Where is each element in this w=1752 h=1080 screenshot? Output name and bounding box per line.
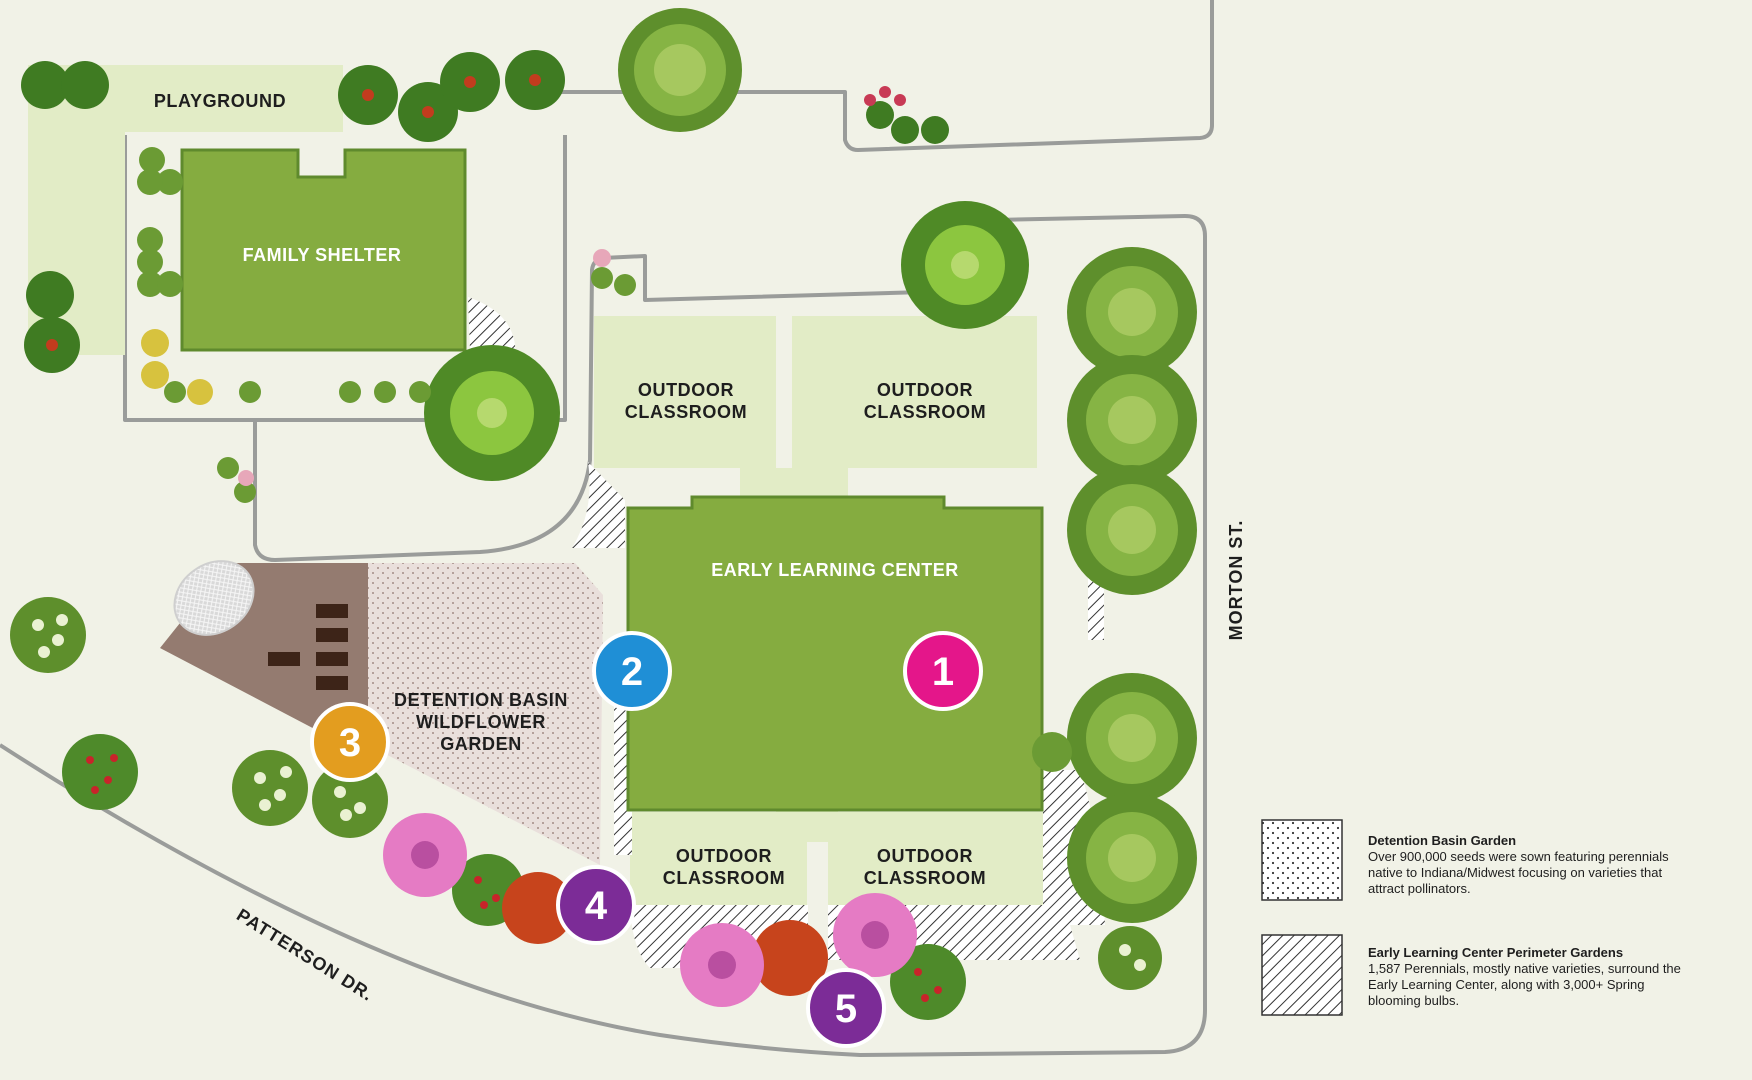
svg-text:DETENTION BASIN: DETENTION BASIN: [394, 690, 568, 710]
legend-line: Over 900,000 seeds were sown featuring p…: [1368, 849, 1669, 864]
outdoor-classroom-lawn-se: [828, 812, 1043, 905]
legend-line: 1,587 Perennials, mostly native varietie…: [1368, 961, 1681, 976]
legend-swatch-dots: [1261, 819, 1343, 901]
playground-lawn: [28, 65, 343, 355]
marker-2-number: 2: [621, 650, 643, 694]
marker-3[interactable]: 3: [310, 702, 390, 782]
legend-line: attract pollinators.: [1368, 881, 1471, 896]
marker-3-number: 3: [339, 721, 361, 765]
outdoor-classroom-lawn-ne: [792, 316, 1037, 468]
legend-line: Early Learning Center, along with 3,000+…: [1368, 977, 1644, 992]
early-learning-center-label: EARLY LEARNING CENTER: [711, 560, 959, 580]
raised-beds: [268, 604, 348, 690]
legend: Detention Basin Garden Over 900,000 seed…: [1261, 819, 1681, 1016]
marker-2[interactable]: 2: [592, 631, 672, 711]
playground-label: PLAYGROUND: [154, 91, 286, 111]
marker-5-number: 5: [835, 987, 857, 1031]
outdoor-classroom-ne-label: OUTDOOR CLASSROOM: [864, 380, 986, 422]
marker-1[interactable]: 1: [903, 631, 983, 711]
marker-4[interactable]: 4: [556, 865, 636, 945]
svg-text:WILDFLOWER: WILDFLOWER: [416, 712, 546, 732]
svg-text:OUTDOOR: OUTDOOR: [877, 846, 973, 866]
detention-basin-area: [368, 563, 603, 865]
svg-text:CLASSROOM: CLASSROOM: [864, 402, 986, 422]
morton-street-label: MORTON ST.: [1226, 520, 1246, 641]
detention-basin-label: DETENTION BASIN WILDFLOWER GARDEN: [394, 690, 568, 754]
marker-5-badge: [806, 968, 886, 1048]
marker-2-badge: [592, 631, 672, 711]
outdoor-classroom-se-label: OUTDOOR CLASSROOM: [864, 846, 986, 888]
svg-text:CLASSROOM: CLASSROOM: [625, 402, 747, 422]
legend-line: native to Indiana/Midwest focusing on va…: [1368, 865, 1663, 880]
sandbox: [173, 560, 255, 636]
marker-1-number: 1: [932, 650, 954, 694]
legend-item-perimeter-gardens: Early Learning Center Perimeter Gardens …: [1261, 934, 1681, 1016]
family-shelter-label: FAMILY SHELTER: [243, 245, 402, 265]
svg-text:CLASSROOM: CLASSROOM: [663, 868, 785, 888]
legend-item-detention-basin: Detention Basin Garden Over 900,000 seed…: [1261, 819, 1669, 901]
svg-text:OUTDOOR: OUTDOOR: [877, 380, 973, 400]
legend-title: Early Learning Center Perimeter Gardens: [1368, 945, 1623, 960]
early-learning-center-building: [626, 495, 1044, 812]
svg-text:OUTDOOR: OUTDOOR: [638, 380, 734, 400]
legend-swatch-hatch: [1261, 934, 1343, 1016]
marker-4-badge: [556, 865, 636, 945]
legend-line: blooming bulbs.: [1368, 993, 1459, 1008]
marker-4-number: 4: [585, 884, 608, 928]
marker-3-badge: [310, 702, 390, 782]
outdoor-classroom-lawn-nw: [594, 316, 776, 468]
marker-5[interactable]: 5: [806, 968, 886, 1048]
marker-1-badge: [903, 631, 983, 711]
svg-text:CLASSROOM: CLASSROOM: [864, 868, 986, 888]
trees: [10, 8, 1197, 1020]
svg-text:GARDEN: GARDEN: [440, 734, 522, 754]
outdoor-classroom-nw-label: OUTDOOR CLASSROOM: [625, 380, 747, 422]
outdoor-classroom-sw-label: OUTDOOR CLASSROOM: [663, 846, 785, 888]
family-shelter-building: [180, 148, 467, 352]
lawn-areas: [28, 65, 1043, 905]
legend-title: Detention Basin Garden: [1368, 833, 1516, 848]
svg-text:OUTDOOR: OUTDOOR: [676, 846, 772, 866]
